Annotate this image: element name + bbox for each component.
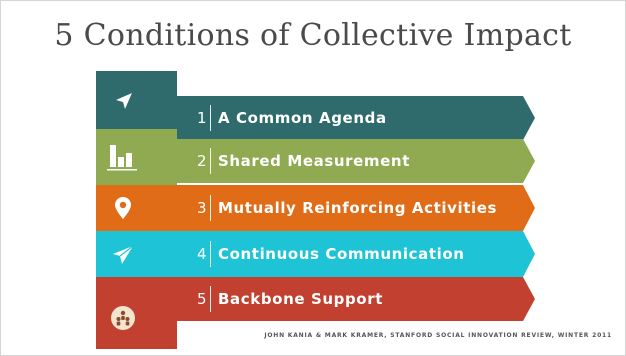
condition-number: 4	[197, 245, 207, 263]
condition-band-4: 4 Continuous Communication	[177, 231, 535, 277]
condition-label: Shared Measurement	[218, 152, 410, 170]
separator	[210, 195, 211, 221]
separator	[210, 105, 211, 131]
condition-label: Backbone Support	[218, 290, 383, 308]
citation: JOHN KANIA & MARK KRAMER, STANFORD SOCIA…	[264, 332, 612, 339]
map-pin-icon	[115, 197, 131, 219]
condition-band-5: 5 Backbone Support	[177, 277, 535, 321]
condition-label: A Common Agenda	[218, 109, 387, 127]
tab-2	[96, 129, 177, 185]
arrow-cursor-icon	[116, 93, 132, 109]
paper-plane-icon	[113, 245, 134, 264]
tab-4	[96, 231, 177, 277]
people-circle-icon	[111, 306, 135, 330]
condition-band-1: 1 A Common Agenda	[177, 96, 535, 140]
condition-band-3: 3 Mutually Reinforcing Activities	[177, 185, 535, 231]
tab-3	[96, 185, 177, 231]
tab-5	[96, 277, 177, 349]
slide-title: 5 Conditions of Collective Impact	[54, 18, 572, 53]
condition-number: 2	[197, 152, 207, 170]
condition-label: Continuous Communication	[218, 245, 465, 263]
condition-label: Mutually Reinforcing Activities	[218, 199, 498, 217]
condition-number: 3	[197, 199, 207, 217]
tab-1	[96, 71, 177, 129]
condition-band-2: 2 Shared Measurement	[177, 139, 535, 183]
separator	[210, 286, 211, 312]
separator	[210, 241, 211, 267]
condition-number: 1	[197, 109, 207, 127]
bar-chart-icon	[107, 145, 137, 171]
condition-number: 5	[197, 290, 207, 308]
separator	[210, 148, 211, 174]
